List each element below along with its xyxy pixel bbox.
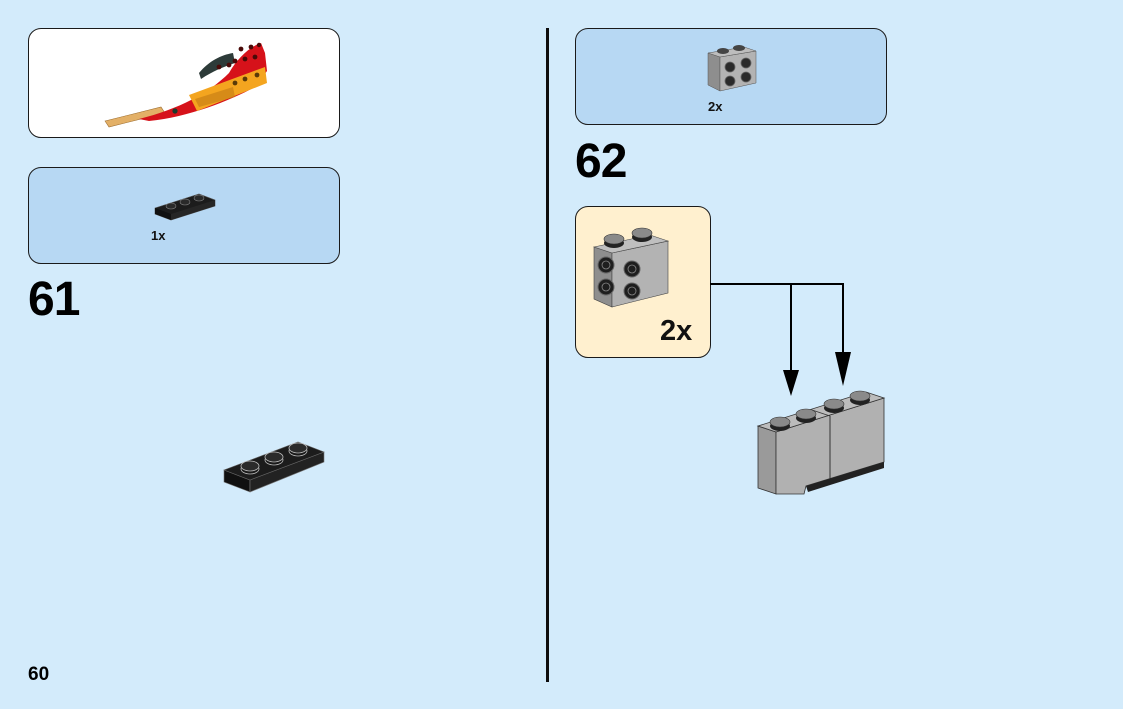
arrow-head-left	[783, 370, 799, 396]
gray-brick-side-studs-icon	[707, 45, 757, 92]
assembly-preview-box	[28, 28, 340, 138]
part-quantity: 1x	[151, 228, 166, 243]
placement-arrows	[710, 283, 851, 396]
red-model-preview-image	[104, 42, 267, 128]
step-62-sub-assembly-callout: 2x	[575, 206, 711, 358]
step-62-parts-callout: 2x	[575, 28, 887, 125]
black-plate-1x3-instruction	[223, 441, 325, 493]
step-61-parts-callout: 1x	[28, 167, 340, 264]
gray-brick-side-studs-icon	[592, 227, 670, 308]
page-number: 60	[28, 664, 50, 685]
step-number-62: 62	[575, 135, 627, 188]
arrow-head-right	[835, 352, 851, 386]
page-divider	[546, 28, 549, 682]
part-quantity: 2x	[708, 99, 723, 114]
gray-bricks-assembly	[756, 390, 886, 495]
step-number-61: 61	[28, 273, 80, 326]
sub-assembly-quantity: 2x	[660, 315, 693, 347]
black-plate-1x3-icon	[154, 193, 216, 221]
arrow-connector-line	[710, 283, 844, 364]
